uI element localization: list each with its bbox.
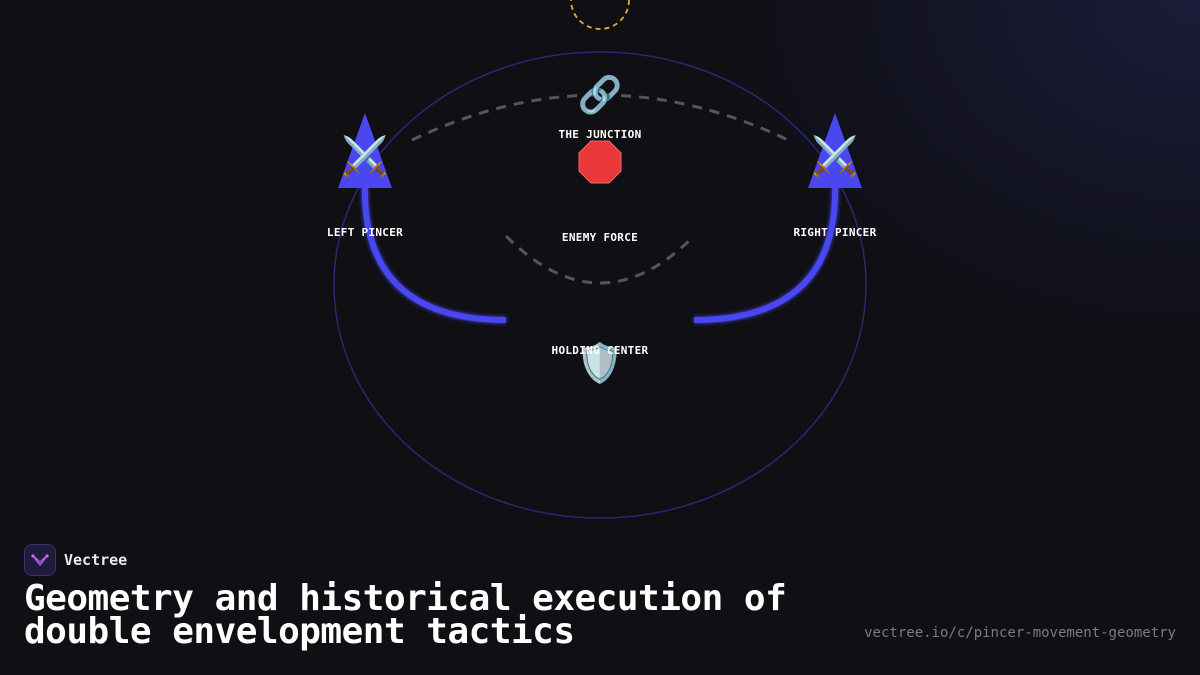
stop-sign-icon: [578, 140, 622, 184]
left-pincer-arrowhead: [338, 113, 392, 188]
right-pincer-path: [693, 181, 839, 323]
left-pincer-label: LEFT PINCER: [326, 226, 404, 239]
junction-label: THE JUNCTION: [558, 128, 642, 141]
shield-icon: 🛡️: [576, 341, 624, 385]
right-pincer-label: RIGHT PINCER: [793, 226, 877, 239]
enemy-force-arc-dashed: [504, 234, 696, 285]
envelopment-arc-dashed: [411, 93, 789, 142]
engagement-zone-ellipse: [333, 51, 867, 519]
enemy-force-label: ENEMY FORCE: [561, 231, 639, 244]
brand-name: Vectree: [64, 551, 128, 569]
link-icon: 🔗: [577, 75, 623, 116]
objective-ring: [570, 0, 630, 30]
brand[interactable]: Vectree: [24, 544, 127, 576]
source-url[interactable]: vectree.io/c/pincer-movement-geometry: [864, 625, 1176, 641]
vectree-logo-icon: [24, 544, 56, 576]
page-title: Geometry and historical execution of dou…: [24, 578, 787, 652]
holding-center-label: HOLDING CENTER: [551, 344, 649, 357]
crossed-swords-icon: ⚔️: [341, 134, 389, 178]
crossed-swords-icon: ⚔️: [811, 134, 859, 178]
right-pincer-arrowhead: [808, 113, 862, 188]
left-pincer-path: [361, 181, 507, 323]
